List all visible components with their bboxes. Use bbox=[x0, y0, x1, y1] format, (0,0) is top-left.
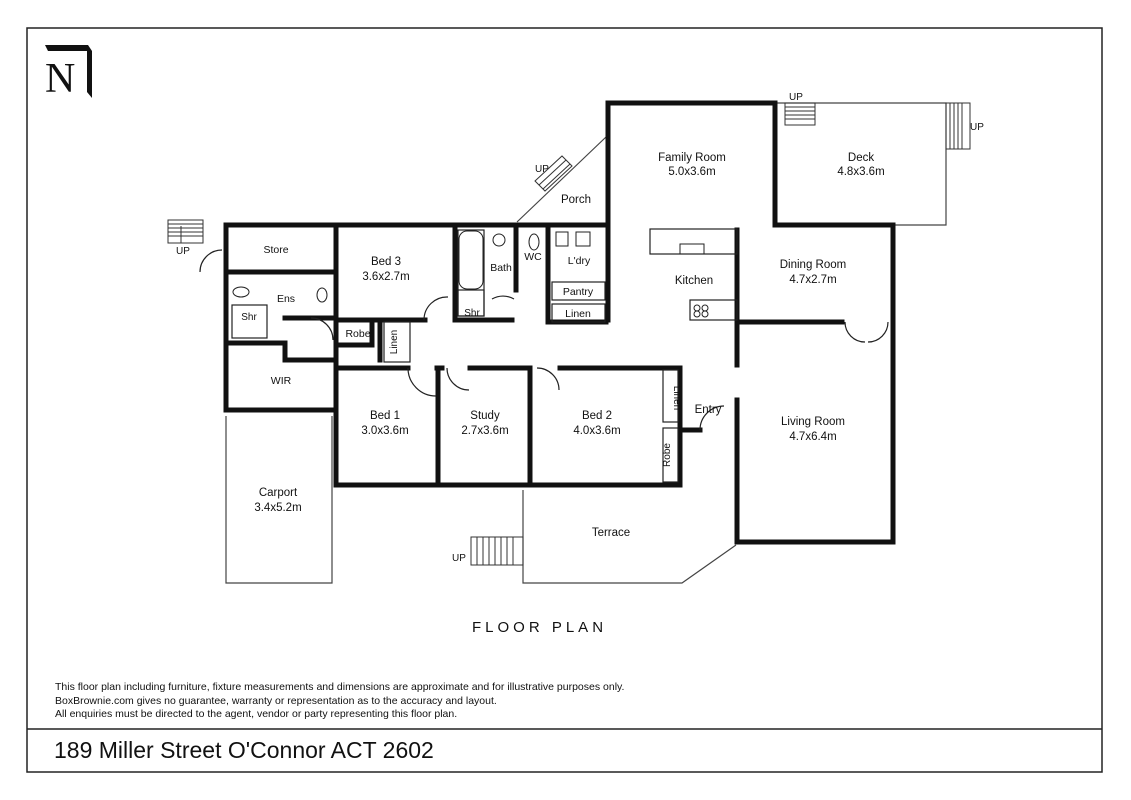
laundry-tub-icon bbox=[555, 231, 569, 247]
fixtures bbox=[232, 230, 709, 318]
label-entry: Entry bbox=[695, 404, 722, 416]
label-bath-shower: Shr bbox=[464, 308, 480, 319]
property-address: 189 Miller Street O'Connor ACT 2602 bbox=[54, 737, 434, 763]
size-carport: 3.4x5.2m bbox=[254, 502, 301, 514]
label-porch: Porch bbox=[561, 194, 591, 206]
stairs-terrace bbox=[470, 536, 524, 566]
label-pantry: Pantry bbox=[563, 286, 594, 298]
north-label: N bbox=[45, 56, 75, 102]
disclaimer-line: All enquiries must be directed to the ag… bbox=[55, 708, 458, 721]
label-wc: WC bbox=[524, 251, 542, 263]
label-ens-shower: Shr bbox=[241, 312, 257, 323]
label-robe-bed3: Robe bbox=[345, 328, 370, 340]
toilet-ens-icon bbox=[232, 286, 250, 298]
size-deck: 4.8x3.6m bbox=[837, 166, 884, 178]
disclaimer: This floor plan including furniture, fix… bbox=[55, 681, 624, 722]
plan-title: FLOOR PLAN bbox=[472, 619, 608, 636]
label-bed3: Bed 3 bbox=[371, 256, 401, 268]
label-linen-bed2: Linen bbox=[671, 386, 682, 410]
label-ens: Ens bbox=[277, 293, 295, 305]
stair-labels: UP UP UP UP UP bbox=[176, 92, 984, 564]
north-arrow-icon: N bbox=[45, 45, 92, 102]
room-labels: Family Room 5.0x3.6m Deck 4.8x3.6m Porch… bbox=[241, 152, 884, 539]
cooktop-icon bbox=[693, 304, 701, 312]
up-label-porch: UP bbox=[535, 164, 549, 175]
stairs-deck-right bbox=[945, 102, 971, 150]
label-study: Study bbox=[470, 410, 500, 422]
label-wir: WIR bbox=[271, 375, 292, 387]
up-label-store: UP bbox=[176, 246, 190, 257]
label-linen-hall: Linen bbox=[389, 330, 400, 354]
label-kitchen: Kitchen bbox=[675, 275, 713, 287]
label-bed2: Bed 2 bbox=[582, 410, 612, 422]
stairs-store bbox=[167, 219, 204, 244]
label-dining-room: Dining Room bbox=[780, 259, 846, 271]
label-store: Store bbox=[263, 244, 288, 256]
label-terrace: Terrace bbox=[592, 527, 630, 539]
washer-icon bbox=[575, 231, 591, 247]
up-label-deck-right: UP bbox=[970, 122, 984, 133]
interior-thin-lines bbox=[199, 228, 889, 483]
toilet-icon bbox=[528, 233, 540, 251]
page-frame bbox=[26, 27, 1103, 773]
stairs-porch bbox=[534, 155, 573, 192]
label-laundry: L'dry bbox=[568, 255, 591, 267]
label-bed1: Bed 1 bbox=[370, 410, 400, 422]
basin-icon bbox=[492, 233, 506, 247]
disclaimer-line: BoxBrownie.com gives no guarantee, warra… bbox=[55, 694, 497, 707]
label-carport: Carport bbox=[259, 487, 298, 499]
size-dining-room: 4.7x2.7m bbox=[789, 274, 836, 286]
disclaimer-line: This floor plan including furniture, fix… bbox=[55, 681, 625, 693]
label-family-room: Family Room bbox=[658, 152, 726, 164]
up-label-deck-top: UP bbox=[789, 92, 803, 103]
size-bed1: 3.0x3.6m bbox=[361, 425, 408, 437]
size-bed3: 3.6x2.7m bbox=[362, 271, 409, 283]
size-bed2: 4.0x3.6m bbox=[573, 425, 620, 437]
basin-ens-icon bbox=[316, 287, 328, 303]
label-living-room: Living Room bbox=[781, 416, 845, 428]
bathtub-icon bbox=[458, 230, 484, 290]
size-study: 2.7x3.6m bbox=[461, 425, 508, 437]
size-family-room: 5.0x3.6m bbox=[668, 166, 715, 178]
stairs-deck-top bbox=[784, 102, 816, 126]
up-label-terrace: UP bbox=[452, 553, 466, 564]
label-robe-bed2: Robe bbox=[662, 443, 673, 467]
label-bath: Bath bbox=[490, 262, 512, 274]
size-living-room: 4.7x6.4m bbox=[789, 431, 836, 443]
label-linen-kitchen: Linen bbox=[565, 308, 591, 320]
label-deck: Deck bbox=[848, 152, 874, 164]
sink-icon bbox=[679, 243, 705, 255]
